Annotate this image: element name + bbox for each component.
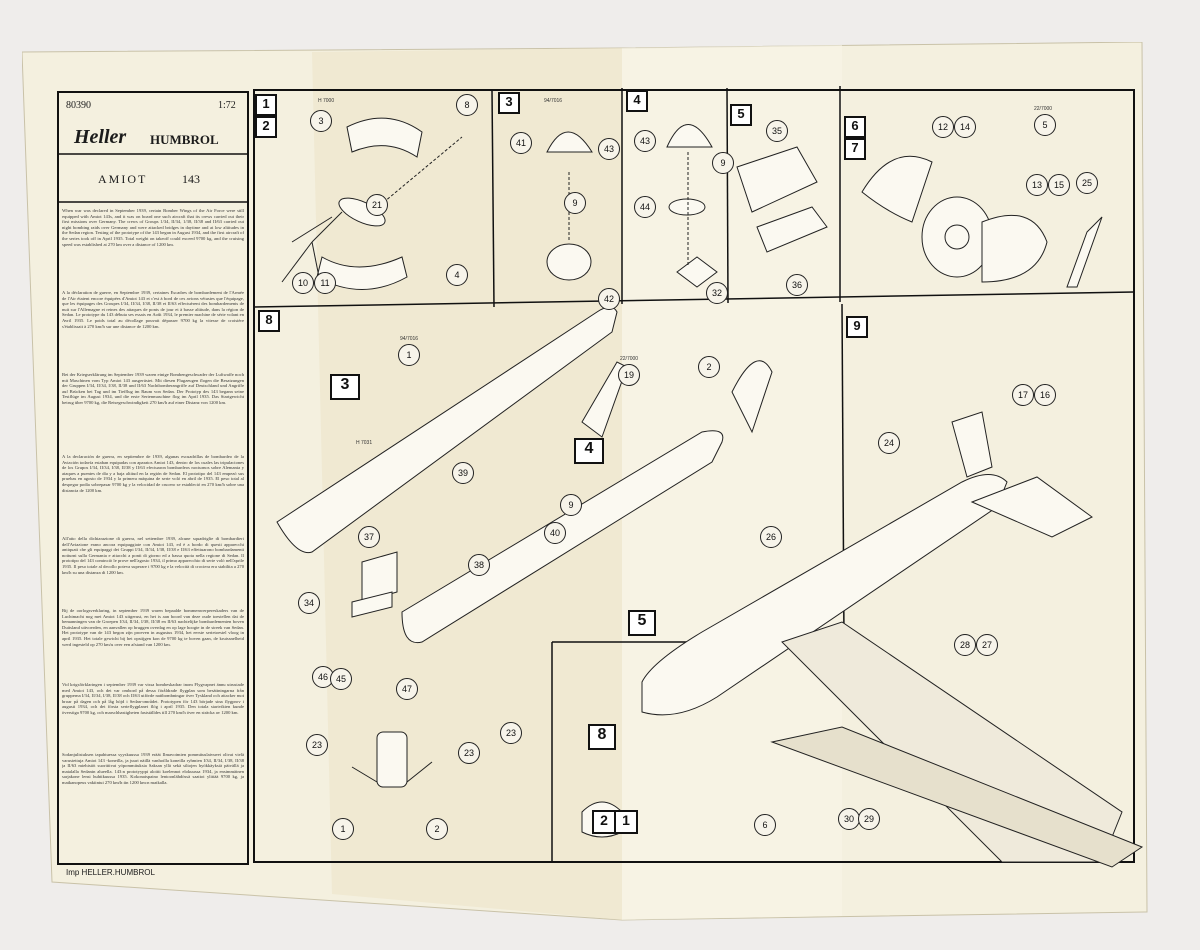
turret-2-drawing bbox=[666, 124, 718, 288]
part-9: 9 bbox=[564, 192, 586, 214]
paint-code-c: 94/7016 bbox=[400, 336, 419, 342]
part-16: 16 bbox=[1034, 384, 1056, 406]
part-21: 21 bbox=[366, 194, 388, 216]
part-5: 5 bbox=[1034, 114, 1056, 136]
paragraph-nl: Bij de oorlogsverklaring, in september 1… bbox=[62, 608, 244, 647]
imprint: Imp HELLER.HUMBROL bbox=[66, 868, 155, 877]
part-37: 37 bbox=[358, 526, 380, 548]
scale-label: 1:72 bbox=[218, 100, 236, 111]
instruction-sheet: 80390 1:72 Heller HUMBROL AMIOT 143 When… bbox=[22, 42, 1182, 922]
cockpit-part-drawing bbox=[351, 731, 433, 788]
callout-step-3: 3 bbox=[330, 374, 360, 400]
part-41: 41 bbox=[510, 132, 532, 154]
paint-code-f: 22/7000 bbox=[1034, 106, 1053, 112]
part-47: 47 bbox=[396, 678, 418, 700]
callout-step-5: 5 bbox=[628, 610, 656, 636]
cockpit-frame-drawing bbox=[736, 146, 828, 253]
part-9b: 9 bbox=[712, 152, 734, 174]
step-9-box: 9 bbox=[846, 316, 868, 338]
part-36: 36 bbox=[786, 274, 808, 296]
sheet-drawing bbox=[22, 42, 1148, 921]
part-9c: 9 bbox=[560, 494, 582, 516]
part-13: 13 bbox=[1026, 174, 1048, 196]
step-5-box: 5 bbox=[730, 104, 752, 126]
wheel-drawing bbox=[861, 155, 1103, 288]
brand-heller: Heller bbox=[74, 126, 127, 148]
paragraph-it: All'atto della dichiarazione di guerra, … bbox=[62, 536, 244, 575]
model-number: 143 bbox=[182, 172, 200, 186]
engine-assembly-drawing bbox=[281, 117, 463, 293]
step-3-box: 3 bbox=[498, 92, 520, 114]
paragraph-sv: Vid krigsförklaringen i september 1939 v… bbox=[62, 682, 244, 715]
brand-humbrol: HUMBROL bbox=[150, 132, 219, 147]
part-43: 43 bbox=[598, 138, 620, 160]
part-32: 32 bbox=[706, 282, 728, 304]
part-25: 25 bbox=[1076, 172, 1098, 194]
part-42: 42 bbox=[598, 288, 620, 310]
part-15: 15 bbox=[1048, 174, 1070, 196]
part-28: 28 bbox=[954, 634, 976, 656]
paint-code-a: H 7000 bbox=[318, 98, 335, 104]
part-10: 10 bbox=[292, 272, 314, 294]
part-30: 30 bbox=[838, 808, 860, 830]
text-column-border bbox=[57, 91, 249, 865]
part-2: 2 bbox=[698, 356, 720, 378]
paragraph-de: Bei der Kriegserklärung im September 193… bbox=[62, 372, 244, 405]
part-1: 1 bbox=[398, 344, 420, 366]
part-2b: 2 bbox=[426, 818, 448, 840]
part-23c: 23 bbox=[458, 742, 480, 764]
part-24: 24 bbox=[878, 432, 900, 454]
part-12: 12 bbox=[932, 116, 954, 138]
paint-code-e: 22/7000 bbox=[620, 356, 639, 362]
part-23: 23 bbox=[500, 722, 522, 744]
part-14: 14 bbox=[954, 116, 976, 138]
part-17: 17 bbox=[1012, 384, 1034, 406]
callout-step-2: 2 bbox=[592, 810, 616, 834]
step-2-box: 2 bbox=[255, 116, 277, 138]
part-45: 45 bbox=[330, 668, 352, 690]
part-38: 38 bbox=[468, 554, 490, 576]
part-3: 3 bbox=[310, 110, 332, 132]
paragraph-en: When war was declared in September 1939,… bbox=[62, 208, 244, 247]
part-44: 44 bbox=[634, 196, 656, 218]
part-4: 4 bbox=[446, 264, 468, 286]
part-1b: 1 bbox=[332, 818, 354, 840]
part-27: 27 bbox=[976, 634, 998, 656]
paint-code-b: 94/7016 bbox=[544, 98, 563, 104]
part-40: 40 bbox=[544, 522, 566, 544]
step-4-box: 4 bbox=[626, 90, 648, 112]
turret-drawing bbox=[546, 131, 593, 281]
step-8-box: 8 bbox=[258, 310, 280, 332]
part-11: 11 bbox=[314, 272, 336, 294]
callout-step-4: 4 bbox=[574, 438, 604, 464]
paragraph-es: A la declaración de guerra, en septiembr… bbox=[62, 454, 244, 493]
part-43b: 43 bbox=[634, 130, 656, 152]
part-39: 39 bbox=[452, 462, 474, 484]
part-26: 26 bbox=[760, 526, 782, 548]
part-35: 35 bbox=[766, 120, 788, 142]
step-6-box: 6 bbox=[844, 116, 866, 138]
step-7-box: 7 bbox=[844, 138, 866, 160]
part-6: 6 bbox=[754, 814, 776, 836]
paragraph-fr: A la déclaration de guerre, en Septembre… bbox=[62, 290, 244, 329]
paint-code-d: H 7031 bbox=[356, 440, 373, 446]
part-29: 29 bbox=[858, 808, 880, 830]
model-name: AMIOT bbox=[98, 172, 148, 186]
paragraph-fi: Sodanjulistuksen tapahtuessa syyskuussa … bbox=[62, 752, 244, 785]
part-23b: 23 bbox=[306, 734, 328, 756]
steps-grid-border bbox=[253, 89, 1135, 863]
complete-aircraft-drawing bbox=[581, 411, 1144, 868]
part-19: 19 bbox=[618, 364, 640, 386]
part-34: 34 bbox=[298, 592, 320, 614]
step-1-box: 1 bbox=[255, 94, 277, 116]
callout-step-1: 1 bbox=[614, 810, 638, 834]
callout-step-8: 8 bbox=[588, 724, 616, 750]
part-8: 8 bbox=[456, 94, 478, 116]
kit-code: 80390 bbox=[66, 100, 91, 111]
